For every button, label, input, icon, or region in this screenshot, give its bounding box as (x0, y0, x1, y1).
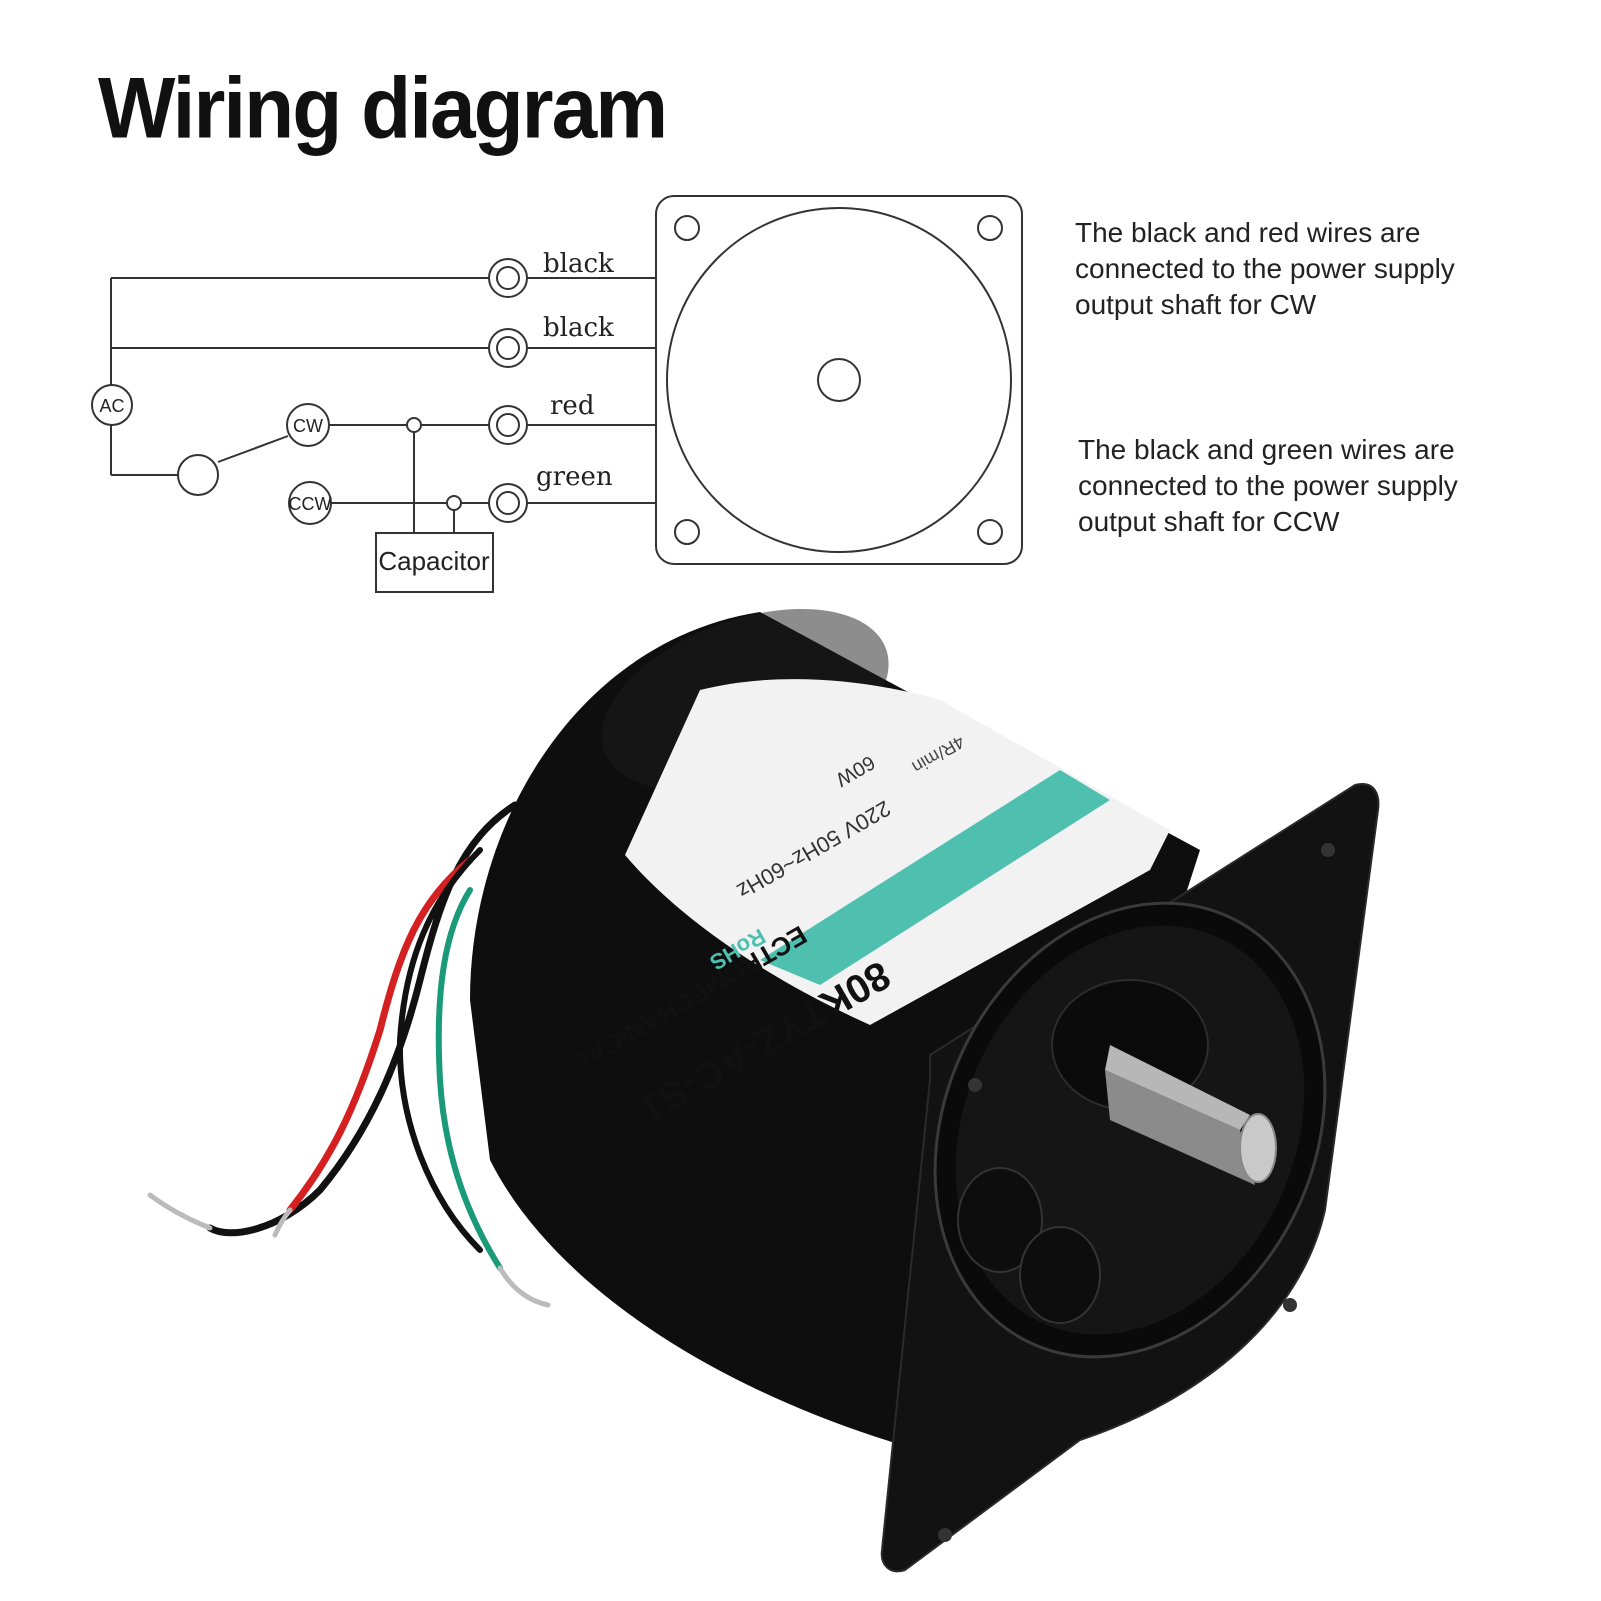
motor-face-drawing (655, 195, 1023, 565)
page-title: Wiring diagram (98, 60, 668, 157)
cw-description: The black and red wires are connected to… (1075, 217, 1455, 320)
flange-hole (938, 1528, 952, 1542)
wire-label-black-2: black (543, 313, 614, 343)
capacitor-label: Capacitor (378, 546, 490, 576)
ac-label: AC (99, 396, 124, 416)
flange-hole (1321, 843, 1335, 857)
junction-node (406, 417, 422, 433)
wire-label-red: red (550, 391, 594, 421)
wire-label-black-1: black (543, 249, 614, 279)
ccw-contact: CCW (288, 481, 332, 525)
capacitor: Capacitor (375, 532, 494, 593)
motor-label-sticker (625, 679, 1170, 1025)
wire-terminals (488, 258, 528, 523)
circuit-schematic (110, 277, 655, 533)
junction-node (446, 495, 462, 511)
switch-pivot (177, 454, 219, 496)
motor-boss (1019, 1226, 1101, 1324)
wire-label-green: green (536, 462, 613, 492)
cw-contact: CW (286, 403, 330, 447)
label-teal-band (760, 770, 1110, 985)
ccw-description: The black and green wires are connected … (1078, 434, 1458, 537)
motor-photo: 80KTYZ-AC-S1 ECTROMECHANICAL RoHS 220V 5… (147, 608, 1380, 1573)
motor-boss (957, 1167, 1043, 1273)
ac-source: AC (91, 384, 133, 426)
flange-hole (1283, 1298, 1297, 1312)
motor-wires (147, 801, 551, 1308)
ccw-label: CCW (289, 494, 332, 514)
flange-hole (968, 1078, 982, 1092)
output-shaft (1105, 1070, 1255, 1185)
cw-label: CW (293, 416, 323, 436)
